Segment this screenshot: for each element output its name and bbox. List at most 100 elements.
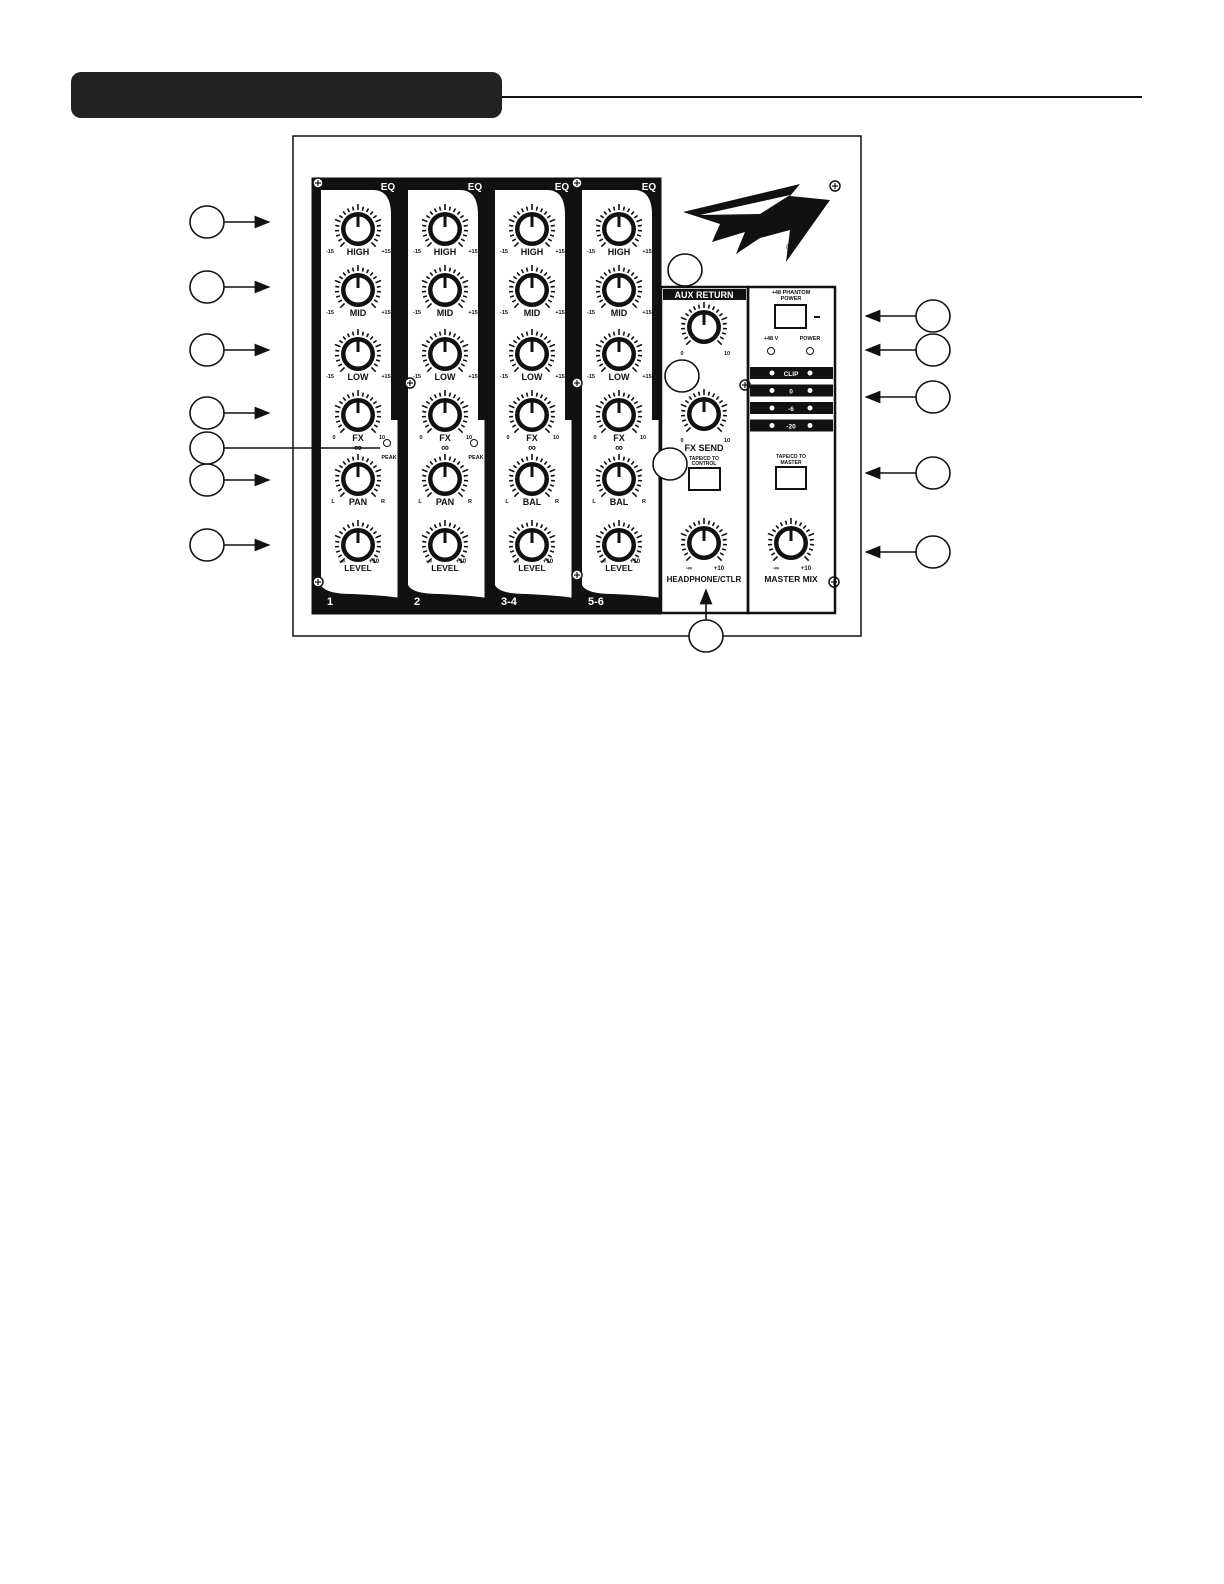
knob-tick xyxy=(622,392,626,397)
master-max-label: +10 xyxy=(801,566,812,572)
eq-max-label: +15 xyxy=(555,249,564,255)
level-max-label: +10 xyxy=(456,559,467,565)
knob-low-2[interactable] xyxy=(421,329,469,373)
phantom-power-button[interactable] xyxy=(774,304,807,329)
knob-tick xyxy=(365,458,370,463)
knob-low-1[interactable] xyxy=(334,329,382,373)
knob-level-1[interactable] xyxy=(334,520,382,564)
knob-tick xyxy=(631,427,638,434)
knob-mid-2[interactable] xyxy=(421,265,469,309)
pan-right-label: R xyxy=(381,499,385,505)
knob-tick xyxy=(375,468,382,473)
aux-return-knob[interactable] xyxy=(680,302,728,346)
knob-level-5-6[interactable] xyxy=(595,520,643,564)
knob-tick xyxy=(596,295,602,298)
knob-bal-3-4[interactable] xyxy=(508,454,556,498)
knob-tick xyxy=(426,302,433,309)
knob-low-3-4[interactable] xyxy=(508,329,556,373)
knob-tick xyxy=(808,548,814,551)
master-mix-knob[interactable] xyxy=(767,518,815,562)
knob-high-1[interactable] xyxy=(334,204,382,248)
knob-tick xyxy=(334,343,341,348)
knob-tick xyxy=(692,522,697,527)
knob-high-3-4[interactable] xyxy=(508,204,556,248)
knob-tick xyxy=(772,555,779,562)
knob-tick xyxy=(520,333,525,338)
tape-to-control-button[interactable] xyxy=(688,467,721,491)
knob-tick xyxy=(721,419,727,422)
knob-tick xyxy=(684,528,690,533)
knob-fx-1[interactable] xyxy=(334,390,382,434)
phantom-indicator-mark xyxy=(814,316,820,318)
knob-tick xyxy=(375,218,382,223)
knob-tick xyxy=(631,557,638,564)
knob-level-3-4[interactable] xyxy=(508,520,556,564)
knob-tick xyxy=(426,557,433,564)
knob-tick xyxy=(603,210,608,216)
knob-tick xyxy=(456,526,461,532)
knob-tick xyxy=(370,366,377,373)
master-mix-label: MASTER MIX xyxy=(764,574,818,584)
knob-tick xyxy=(535,456,539,461)
knob-tick xyxy=(421,404,428,409)
knob-high-2[interactable] xyxy=(421,204,469,248)
knob-tick xyxy=(715,395,720,401)
eq-max-label: +15 xyxy=(381,374,390,380)
knob-tick xyxy=(508,534,515,539)
fx-send-knob[interactable] xyxy=(680,389,728,433)
peak-label: PEAK xyxy=(468,455,483,461)
knob-high-5-6[interactable] xyxy=(595,204,643,248)
knob-low-5-6[interactable] xyxy=(595,329,643,373)
knob-pan-2[interactable] xyxy=(421,454,469,498)
knob-tick xyxy=(509,540,514,543)
knob-tick xyxy=(509,474,514,477)
master-min-label: -∞ xyxy=(773,566,779,572)
knob-tick xyxy=(707,391,711,396)
knob-tick xyxy=(342,210,347,216)
knob-tick xyxy=(448,522,452,527)
headphone-knob[interactable] xyxy=(680,518,728,562)
knob-tick xyxy=(806,552,812,556)
knob-tick xyxy=(626,394,631,399)
knob-tick xyxy=(351,456,355,461)
knob-tick xyxy=(636,534,643,539)
callout-aux-return xyxy=(664,359,700,393)
knob-tick xyxy=(697,304,701,309)
knob-tick xyxy=(429,271,434,277)
knob-tick xyxy=(688,395,693,401)
knob-level-2[interactable] xyxy=(421,520,469,564)
knob-pan-1[interactable] xyxy=(334,454,382,498)
knob-fx-2[interactable] xyxy=(421,390,469,434)
knob-tick xyxy=(630,271,635,277)
knob-tick xyxy=(369,396,374,402)
level-max-label: +10 xyxy=(630,559,641,565)
knob-tick xyxy=(342,335,347,341)
knob-tick xyxy=(460,424,466,428)
knob-tick xyxy=(335,474,340,477)
tape-to-master-button[interactable] xyxy=(775,466,807,490)
knob-fx-3-4[interactable] xyxy=(508,390,556,434)
knob-tick xyxy=(520,394,525,399)
knob-fx-5-6[interactable] xyxy=(595,390,643,434)
knob-tick xyxy=(369,271,374,277)
knob-tick xyxy=(539,333,544,338)
knob-tick xyxy=(550,474,555,477)
knob-tick xyxy=(338,275,344,280)
headphone-max-label: +10 xyxy=(714,566,725,572)
strip-left-band xyxy=(574,179,582,613)
eq-min-label: -15 xyxy=(326,310,334,316)
knob-tick xyxy=(549,468,556,473)
knob-tick xyxy=(369,526,374,532)
knob-tick xyxy=(370,427,377,434)
knob-mid-5-6[interactable] xyxy=(595,265,643,309)
fx-min-label: 0 xyxy=(419,435,422,441)
knob-bal-5-6[interactable] xyxy=(595,454,643,498)
knob-tick xyxy=(722,409,727,412)
knob-mid-3-4[interactable] xyxy=(508,265,556,309)
knob-label-fx: FX xyxy=(352,433,364,443)
knob-tick xyxy=(546,400,552,405)
knob-label-low: LOW xyxy=(609,372,630,382)
knob-tick xyxy=(544,491,551,498)
knob-mid-1[interactable] xyxy=(334,265,382,309)
